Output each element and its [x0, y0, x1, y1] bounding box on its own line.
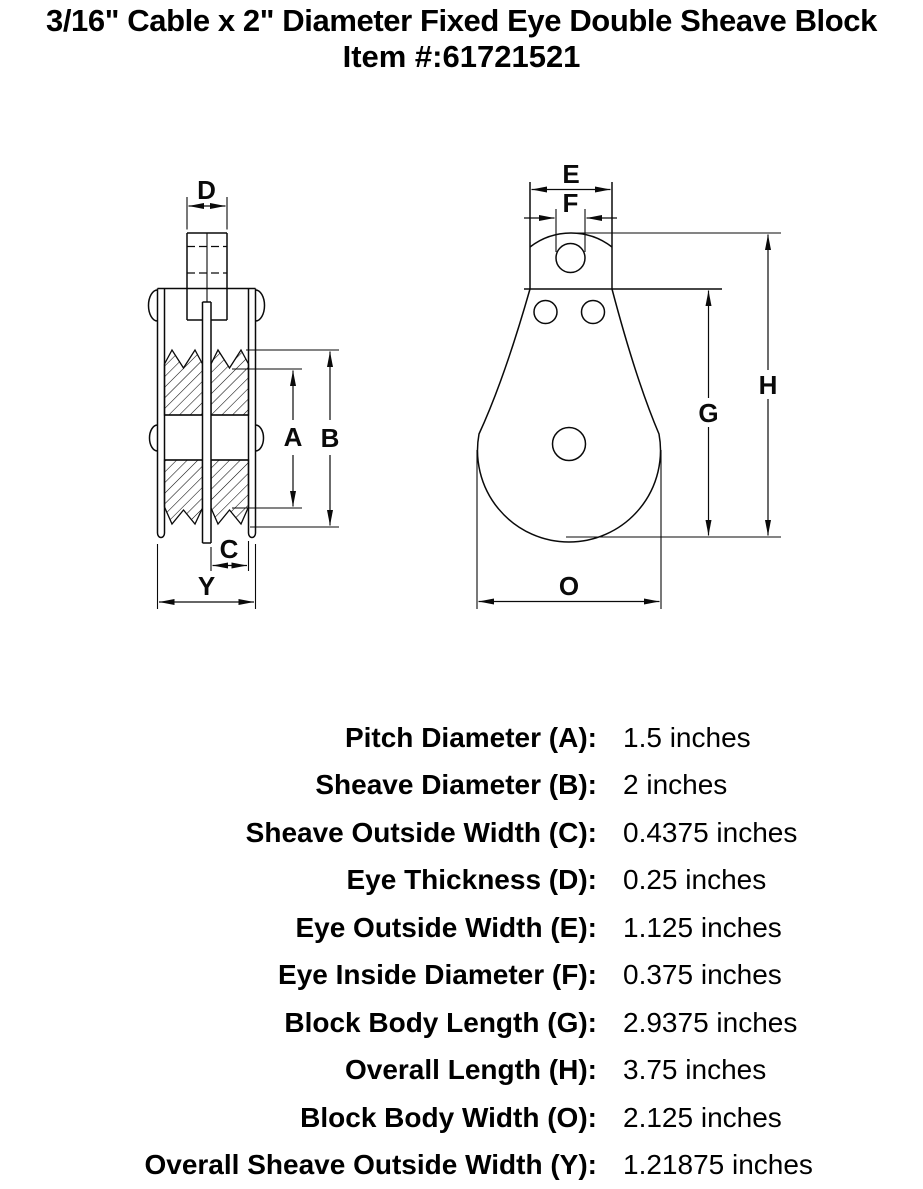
spec-value: 0.4375 inches — [597, 817, 923, 849]
dim-label-y: Y — [198, 571, 215, 601]
sheave-hatch-upper-left — [165, 350, 203, 415]
dimension-H: H — [573, 233, 781, 536]
spec-label: Sheave Diameter (B): — [0, 769, 597, 801]
dim-label-e: E — [562, 159, 579, 189]
spec-value: 0.375 inches — [597, 959, 923, 991]
sheave-hatch-upper-right — [211, 350, 249, 415]
spec-row: Eye Inside Diameter (F): 0.375 inches — [0, 952, 923, 1000]
spec-value: 2.125 inches — [597, 1102, 923, 1134]
dimension-D: D — [187, 175, 227, 230]
sheave-hatch-lower-right — [211, 460, 249, 524]
rivet-bump — [149, 290, 158, 321]
spec-row: Sheave Outside Width (C): 0.4375 inches — [0, 809, 923, 857]
spec-value: 1.21875 inches — [597, 1149, 923, 1181]
rivet-hole — [582, 301, 605, 324]
dim-label-f: F — [563, 188, 579, 218]
dim-label-a: A — [284, 422, 303, 452]
eye-hole — [556, 244, 585, 273]
axle-pin — [203, 302, 212, 543]
sheave-hatch-lower-left — [165, 460, 203, 524]
spec-label: Pitch Diameter (A): — [0, 722, 597, 754]
rivet-hole — [534, 301, 557, 324]
dim-label-h: H — [759, 370, 778, 400]
spec-label: Block Body Width (O): — [0, 1102, 597, 1134]
side-view-drawing: D A B C — [149, 175, 340, 609]
dimension-O: O — [477, 450, 661, 609]
spec-label: Eye Outside Width (E): — [0, 912, 597, 944]
rivet-bump — [150, 425, 158, 451]
rivet-bump — [256, 425, 264, 451]
spec-value: 1.5 inches — [597, 722, 923, 754]
spec-row: Overall Length (H): 3.75 inches — [0, 1047, 923, 1095]
spec-row: Eye Outside Width (E): 1.125 inches — [0, 904, 923, 952]
spec-label: Block Body Length (G): — [0, 1007, 597, 1039]
spec-row: Block Body Width (O): 2.125 inches — [0, 1094, 923, 1142]
spec-value: 2.9375 inches — [597, 1007, 923, 1039]
spec-value: 1.125 inches — [597, 912, 923, 944]
spec-value: 0.25 inches — [597, 864, 923, 896]
dimension-E: E — [532, 159, 611, 190]
dim-label-g: G — [698, 398, 718, 428]
dim-label-d: D — [197, 175, 216, 205]
block-body — [478, 289, 723, 542]
spec-row: Overall Sheave Outside Width (Y): 1.2187… — [0, 1142, 923, 1189]
spec-label: Overall Length (H): — [0, 1054, 597, 1086]
spec-row: Eye Thickness (D): 0.25 inches — [0, 857, 923, 905]
dimension-C: C — [211, 534, 249, 571]
spec-row: Sheave Diameter (B): 2 inches — [0, 762, 923, 810]
axle-hole — [553, 428, 586, 461]
spec-label: Eye Thickness (D): — [0, 864, 597, 896]
front-view-drawing: E F G H O — [477, 159, 781, 609]
rivet-bump — [256, 290, 265, 321]
spec-row: Block Body Length (G): 2.9375 inches — [0, 999, 923, 1047]
spec-value: 3.75 inches — [597, 1054, 923, 1086]
dim-label-o: O — [559, 571, 579, 601]
spec-label: Eye Inside Diameter (F): — [0, 959, 597, 991]
spec-label: Overall Sheave Outside Width (Y): — [0, 1149, 597, 1181]
dimension-G: G — [698, 291, 718, 536]
spec-value: 2 inches — [597, 769, 923, 801]
dim-label-c: C — [220, 534, 239, 564]
spec-row: Pitch Diameter (A): 1.5 inches — [0, 714, 923, 762]
spec-table: Pitch Diameter (A): 1.5 inches Sheave Di… — [0, 714, 923, 1189]
dim-label-b: B — [321, 423, 340, 453]
spec-label: Sheave Outside Width (C): — [0, 817, 597, 849]
dimension-Y: Y — [158, 544, 256, 609]
